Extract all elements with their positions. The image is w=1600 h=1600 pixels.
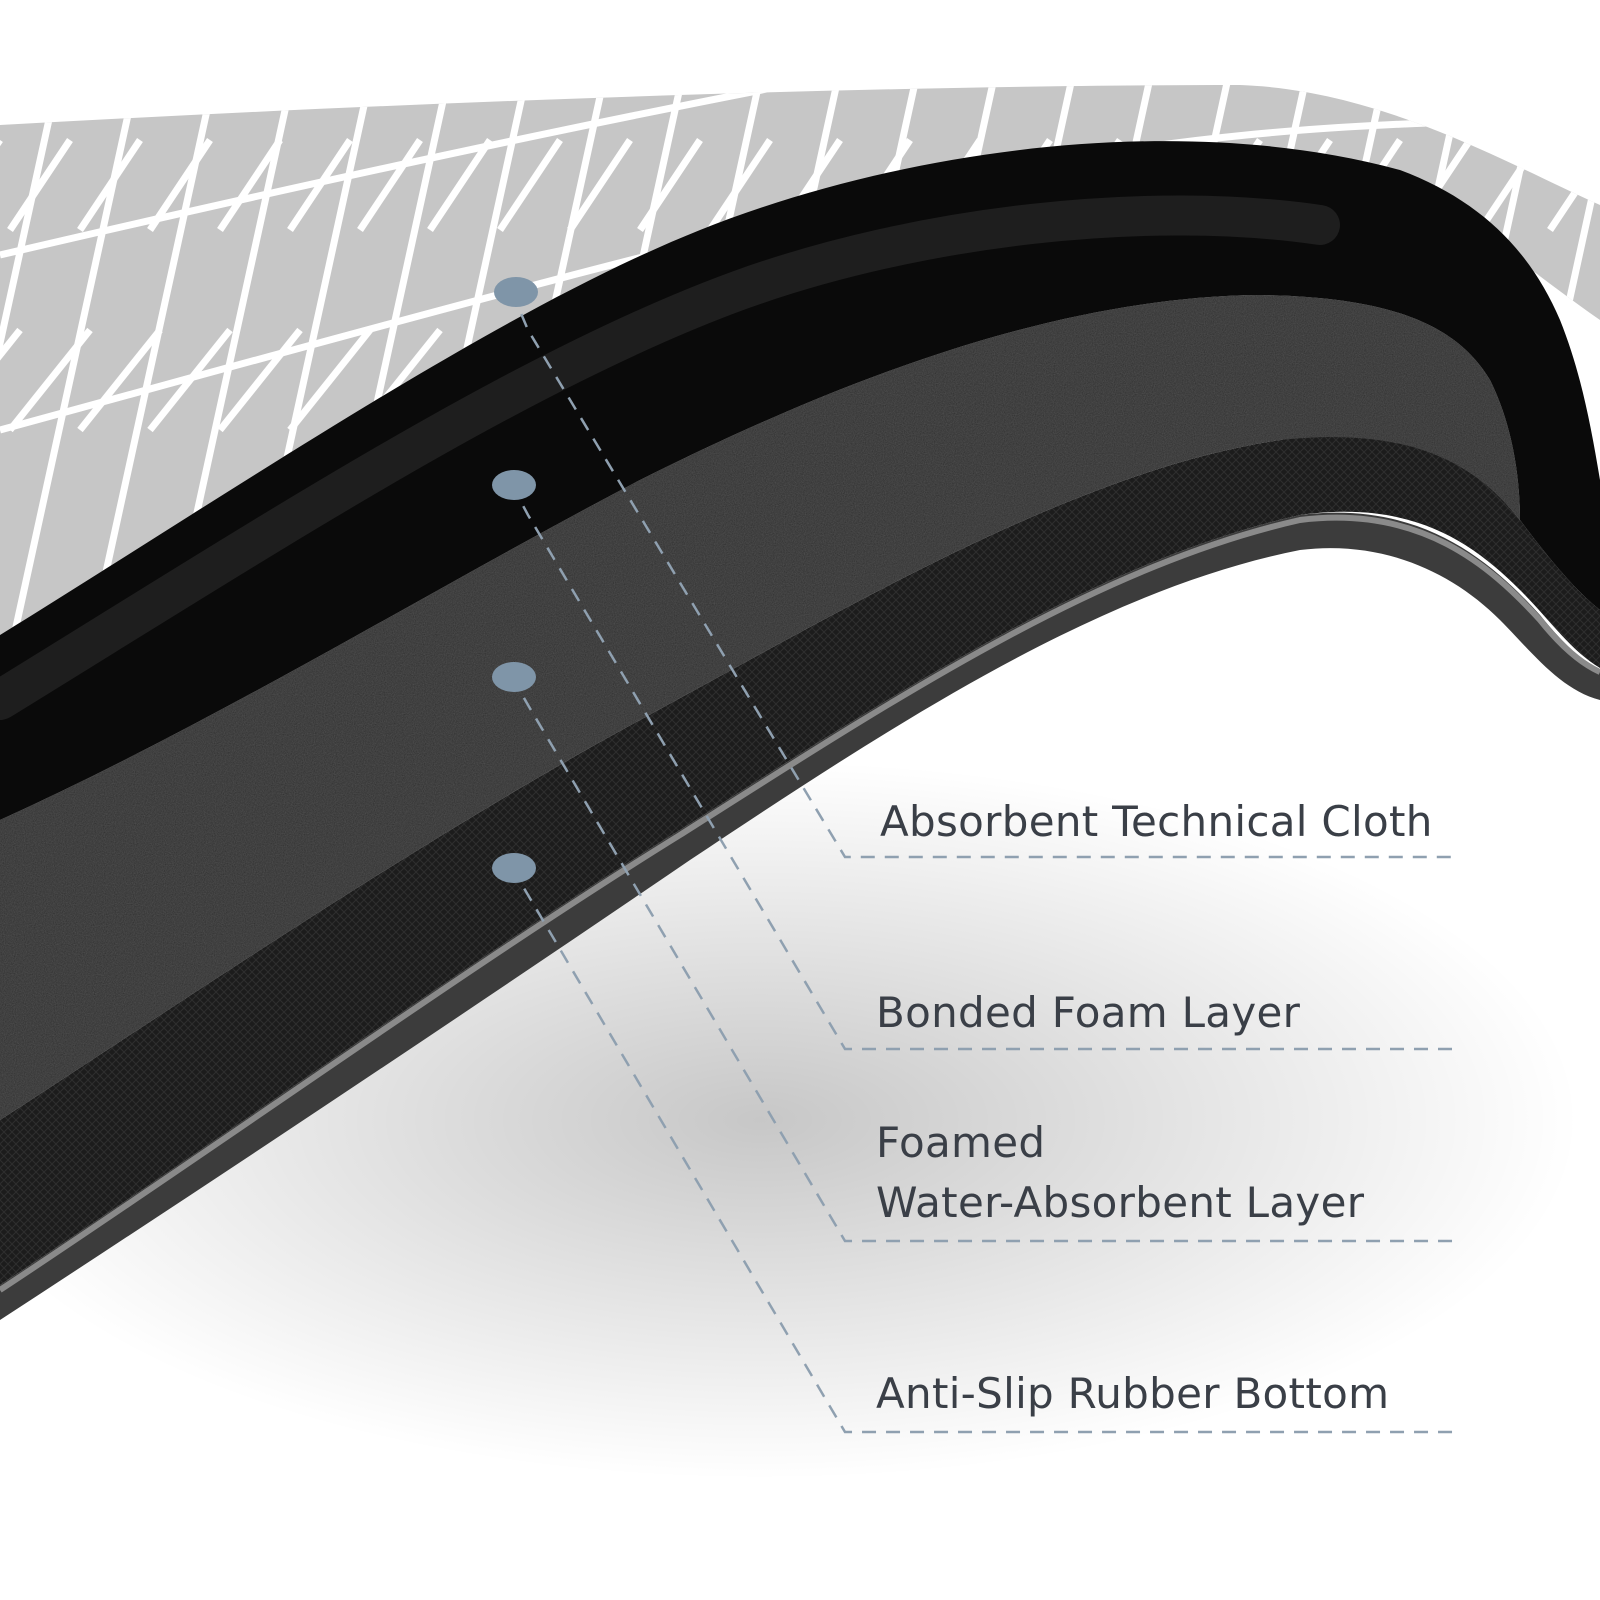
- pattern-tick: [0, 327, 23, 433]
- pattern-tick: [147, 138, 213, 232]
- pattern-tick: [287, 138, 353, 232]
- pattern-rib: [0, 85, 66, 635]
- marker-dot-water-absorbent: [492, 662, 536, 692]
- leader-line-water-absorbent: [510, 676, 1455, 1243]
- leader-line-foam: [510, 484, 1455, 1051]
- label-foamed-water-absorbent-layer: Foamed Water-Absorbent Layer: [876, 1113, 1364, 1233]
- pattern-tick: [77, 138, 143, 232]
- marker-dot-rubber: [492, 853, 536, 883]
- pattern-tick: [357, 138, 423, 232]
- label-absorbent-technical-cloth: Absorbent Technical Cloth: [880, 797, 1433, 846]
- pattern-tick: [147, 327, 233, 433]
- pattern-tick: [7, 138, 73, 232]
- pattern-tick: [7, 327, 93, 433]
- pattern-tick: [77, 327, 163, 433]
- pattern-tick: [217, 327, 303, 433]
- pattern-tick: [497, 138, 563, 232]
- pattern-tick: [567, 138, 633, 232]
- leader-line-rubber: [510, 867, 1455, 1434]
- layer-markers: [492, 277, 538, 883]
- leader-line-cloth: [510, 291, 1455, 859]
- bonded-foam-layer: [0, 295, 1520, 1120]
- label-bonded-foam-layer: Bonded Foam Layer: [876, 988, 1301, 1037]
- label-foamed-line2: Water-Absorbent Layer: [876, 1178, 1365, 1227]
- rubber-edge-highlight: [0, 514, 1600, 1293]
- pattern-tick: [287, 327, 373, 433]
- cloth-layer-sheen: [0, 195, 1340, 720]
- pattern-tick: [427, 138, 493, 232]
- pattern-spine: [0, 85, 921, 259]
- leader-lines: [510, 291, 1455, 1434]
- pattern-tick: [707, 138, 773, 232]
- pattern-tick: [217, 138, 283, 232]
- pattern-tick: [637, 138, 703, 232]
- label-foamed-line1: Foamed: [876, 1118, 1046, 1167]
- foamed-water-absorbent-layer: [0, 435, 1600, 1285]
- marker-dot-foam: [492, 470, 536, 500]
- label-anti-slip-rubber-bottom: Anti-Slip Rubber Bottom: [876, 1369, 1390, 1418]
- marker-dot-cloth: [494, 277, 538, 307]
- pattern-rib: [0, 85, 144, 635]
